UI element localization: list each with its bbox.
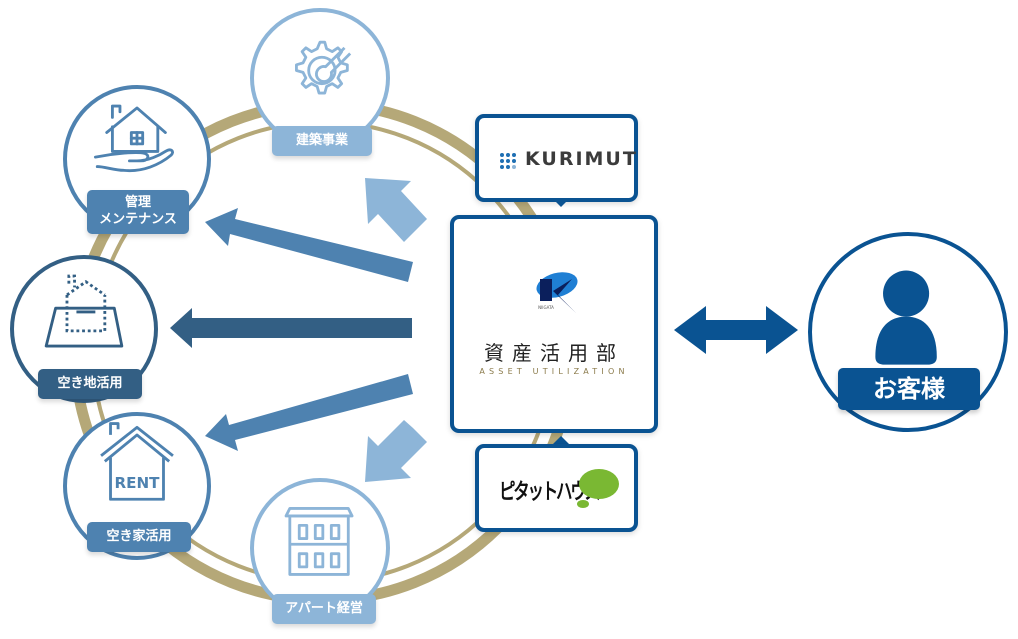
service-node-vacant-house[interactable]: RENT 空き家活用 [63, 412, 211, 560]
speech-bubble-logo-icon [577, 469, 619, 508]
service-label-apartment: アパート経営 [272, 594, 376, 624]
gear-wrench-icon [295, 40, 352, 95]
service-label-management-line2: メンテナンス [99, 212, 177, 227]
service-label-construction: 建築事業 [272, 126, 372, 156]
logo-small-text: NIIGATA [538, 305, 554, 310]
arrow-to-vacant-house [205, 374, 413, 451]
partner-name-kurimut: KURIMUT [525, 148, 638, 170]
service-label-management-line1: 管理 [124, 195, 151, 210]
kurimut-dots-logo-icon [500, 153, 516, 169]
pitat-pointer [553, 436, 569, 444]
bidirectional-arrow [674, 306, 798, 354]
arrow-to-apartment [365, 420, 427, 482]
house-in-hand-icon [93, 104, 174, 173]
arrow-to-construction [365, 178, 427, 242]
company-k-logo-icon: NIIGATA [536, 272, 578, 313]
service-node-management[interactable]: 管理 メンテナンス [63, 85, 211, 234]
dotted-house-on-land-icon [44, 274, 124, 348]
service-node-construction[interactable]: 建築事業 [250, 8, 390, 156]
service-label-management: 管理 メンテナンス [87, 190, 189, 234]
service-node-vacant-land[interactable]: 空き地活用 [10, 255, 158, 403]
person-icon [875, 270, 937, 365]
service-node-apartment[interactable]: アパート経営 [250, 478, 390, 624]
partner-card-pitat-house[interactable]: ピタットハウス [475, 444, 638, 532]
rent-house-icon: RENT [100, 422, 174, 501]
arrow-to-vacant-land [170, 308, 412, 348]
kurimut-pointer [553, 199, 569, 207]
arrow-to-management [205, 208, 413, 282]
service-label-vacant-house: 空き家活用 [87, 522, 191, 552]
rent-text: RENT [115, 474, 161, 492]
service-label-vacant-land: 空き地活用 [38, 369, 142, 399]
center-subtitle: ASSET UTILIZATION [479, 367, 629, 376]
center-card-asset-utilization[interactable]: NIIGATA 資産活用部 ASSET UTILIZATION [450, 215, 658, 433]
center-title: 資産活用部 [484, 341, 624, 365]
partner-card-kurimut[interactable]: KURIMUT [475, 114, 638, 202]
customer-label: お客様 [838, 368, 980, 410]
customer-node[interactable]: お客様 [808, 232, 1008, 432]
apartment-building-icon [284, 506, 354, 576]
